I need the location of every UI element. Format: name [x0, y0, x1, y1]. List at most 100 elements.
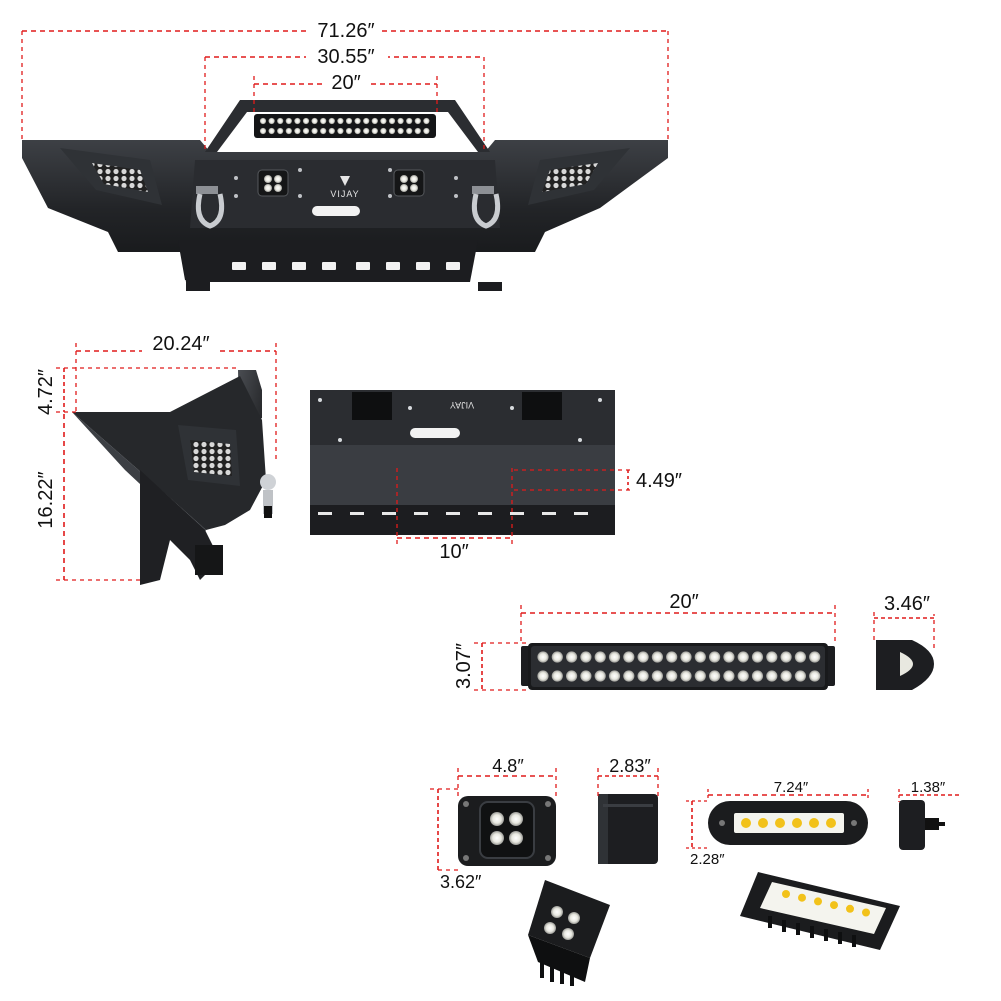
- brand-emblem-icon: [340, 176, 350, 186]
- led-icon: [680, 651, 692, 663]
- label-bumper-total-width: 71.26″: [317, 20, 374, 42]
- led-icon: [782, 890, 790, 898]
- label-side-total-height: 16.22″: [35, 471, 57, 528]
- led-icon: [694, 670, 706, 682]
- led-icon: [397, 127, 404, 135]
- bumper-left-pod-light: [257, 169, 289, 197]
- led-icon: [388, 117, 396, 125]
- led-light-bar-side-view: [876, 640, 934, 690]
- led-icon: [423, 127, 430, 135]
- led-icon: [798, 893, 806, 902]
- led-icon: [311, 117, 318, 125]
- work-light-perspective-view: [740, 872, 900, 950]
- led-icon: [594, 670, 606, 682]
- led-icon: [509, 812, 523, 826]
- led-icon: [809, 818, 819, 828]
- led-icon: [371, 127, 378, 135]
- dimension-side-depth: 20.24″: [75, 331, 277, 460]
- led-icon: [608, 651, 621, 663]
- led-icon: [537, 670, 549, 682]
- led-icon: [666, 670, 678, 682]
- led-icon: [666, 651, 678, 663]
- dimension-pod-height: 3.62″: [430, 788, 482, 892]
- led-icon: [371, 117, 378, 125]
- led-icon: [566, 670, 578, 682]
- dimension-winch-plate-height: 4.49″: [514, 469, 682, 492]
- shackle-icon: [260, 474, 276, 518]
- led-icon: [551, 651, 563, 663]
- led-icon: [285, 117, 292, 125]
- dimension-lightbar-length: 20″: [520, 590, 836, 645]
- led-icon: [259, 127, 267, 135]
- led-icon: [302, 127, 310, 135]
- led-icon: [651, 651, 664, 663]
- led-icon: [490, 831, 504, 845]
- dimension-side-total-height: 16.22″: [35, 414, 140, 581]
- led-icon: [320, 127, 327, 135]
- led-icon: [741, 818, 751, 828]
- led-icon: [337, 127, 344, 135]
- led-icon: [780, 651, 792, 663]
- led-icon: [320, 117, 327, 125]
- led-icon: [509, 831, 523, 845]
- bumper-skid: [178, 240, 478, 282]
- dimension-lightbar-depth: 3.46″: [873, 592, 938, 650]
- led-icon: [809, 670, 821, 682]
- side-mesh-vent: [190, 440, 232, 476]
- led-icon: [826, 818, 836, 828]
- led-icon: [737, 651, 749, 663]
- led-icon: [363, 127, 370, 135]
- shackle-icon: [471, 186, 501, 229]
- led-icon: [268, 117, 275, 125]
- led-icon: [380, 117, 387, 125]
- led-icon: [423, 117, 430, 125]
- led-icon: [302, 117, 310, 125]
- dimension-worklight-length: 7.24″: [707, 776, 869, 801]
- led-icon: [397, 117, 404, 125]
- label-bumper-center-width: 30.55″: [317, 46, 374, 68]
- label-lightbar-height: 3.07″: [453, 643, 475, 689]
- led-icon: [328, 127, 335, 135]
- led-icon: [490, 812, 504, 826]
- led-icon: [846, 904, 854, 913]
- led-icon: [580, 651, 592, 663]
- dimension-bumper-center-width: 30.55″: [204, 44, 485, 150]
- led-icon: [830, 901, 838, 910]
- led-icon: [277, 117, 284, 125]
- led-icon: [637, 670, 649, 682]
- led-light-bar: [521, 643, 835, 690]
- rear-brand-logo: VIJAY: [450, 400, 474, 410]
- dimension-winch-plate-spacing: 10″: [396, 468, 513, 563]
- dimension-lightbar-height: 3.07″: [453, 642, 528, 691]
- led-icon: [723, 670, 735, 682]
- work-light-side-view: [899, 800, 945, 850]
- led-icon: [566, 651, 578, 663]
- led-icon: [766, 670, 778, 682]
- dimension-worklight-depth: 1.38″: [898, 776, 960, 802]
- led-icon: [414, 117, 421, 125]
- pod-light-perspective-view: [528, 880, 610, 986]
- label-side-depth: 20.24″: [152, 333, 209, 355]
- led-icon: [637, 651, 649, 663]
- dimension-side-top-height: 4.72″: [35, 367, 236, 415]
- label-bumper-lightbar-width: 20″: [331, 72, 360, 94]
- bumper-brand-logo: VIJAY: [330, 189, 359, 199]
- dimension-pod-width: 4.8″: [457, 755, 557, 796]
- label-winch-plate-height: 4.49″: [636, 470, 682, 492]
- led-icon: [345, 117, 353, 125]
- led-icon: [354, 117, 361, 125]
- label-lightbar-depth: 3.46″: [884, 593, 930, 615]
- led-icon: [775, 818, 785, 828]
- led-icon: [623, 651, 635, 663]
- led-icon: [294, 117, 301, 125]
- led-icon: [388, 127, 396, 135]
- bumper-light-bar: [254, 114, 436, 138]
- shackle-icon: [195, 186, 225, 229]
- led-icon: [814, 897, 822, 906]
- led-icon: [608, 670, 621, 682]
- led-icon: [758, 818, 768, 828]
- led-icon: [406, 127, 413, 135]
- label-pod-width: 4.8″: [492, 756, 524, 776]
- led-icon: [862, 908, 870, 917]
